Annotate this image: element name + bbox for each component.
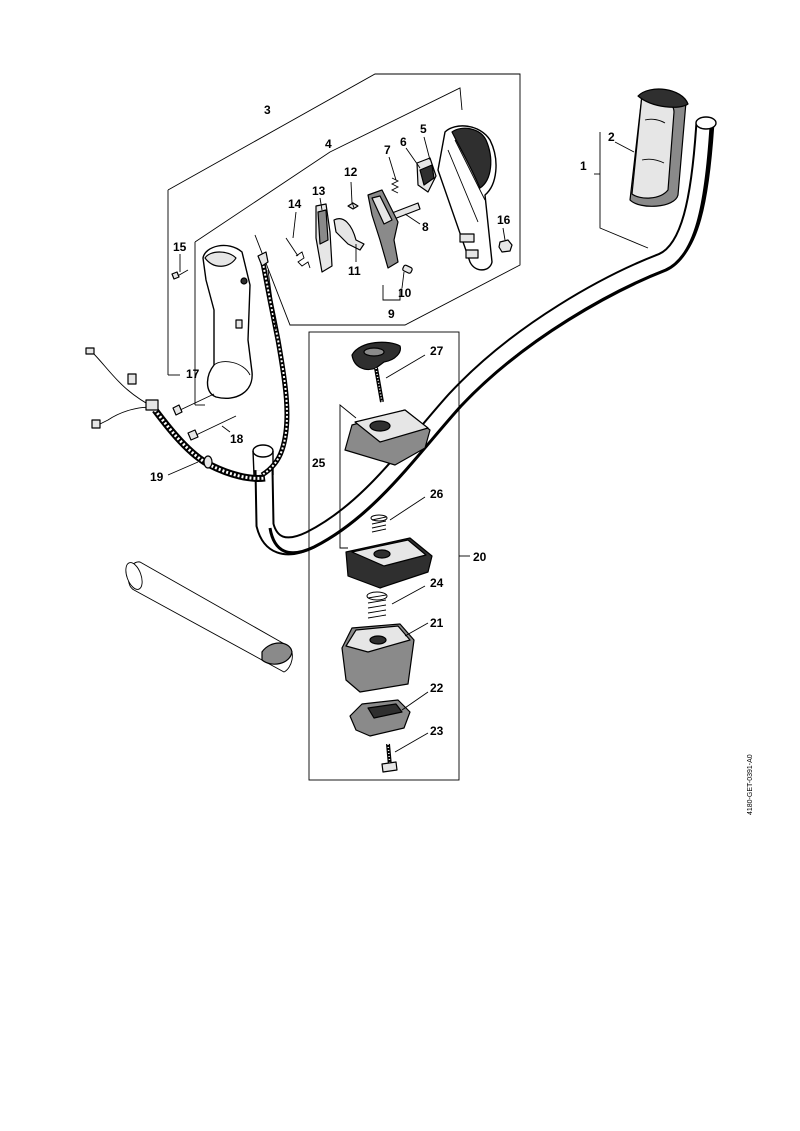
lever-13 xyxy=(315,203,333,273)
screw-17 xyxy=(172,393,215,416)
throttle-trigger xyxy=(367,189,399,269)
callout-11: 11 xyxy=(348,264,361,278)
callout-1: 1 xyxy=(580,159,587,173)
group-bracket-9 xyxy=(382,285,401,301)
screw-18 xyxy=(187,415,237,441)
callout-23: 23 xyxy=(430,724,444,738)
clamp-cover-25 xyxy=(344,409,431,466)
clamp-shell-22 xyxy=(349,699,411,737)
screw-15 xyxy=(171,269,189,280)
leader-lines xyxy=(167,136,635,753)
handle-housing-right xyxy=(437,125,497,271)
callout-16: 16 xyxy=(497,213,511,227)
callout-24: 24 xyxy=(430,576,444,590)
callout-5: 5 xyxy=(420,122,427,136)
clamp-base-21 xyxy=(341,623,415,693)
pin-8 xyxy=(391,202,421,220)
protective-sleeve xyxy=(125,561,293,673)
spring-12 xyxy=(347,201,359,210)
callout-2: 2 xyxy=(608,130,615,144)
group-bracket-1-2 xyxy=(599,132,649,249)
callout-25: 25 xyxy=(312,456,326,470)
group-bracket-4 xyxy=(194,87,463,406)
lock-lever xyxy=(416,157,437,193)
callout-4: 4 xyxy=(325,137,332,151)
callout-21: 21 xyxy=(430,616,444,630)
callout-14: 14 xyxy=(288,197,302,211)
handlebar-tube xyxy=(252,116,717,556)
callout-3: 3 xyxy=(264,103,271,117)
callout-20: 20 xyxy=(473,550,487,564)
group-bracket-3 xyxy=(167,73,521,376)
spring-26 xyxy=(370,514,388,533)
clamp-insert xyxy=(345,537,433,589)
callout-6: 6 xyxy=(400,135,407,149)
handle-housing-left xyxy=(202,244,253,399)
wing-bolt-27 xyxy=(351,341,401,403)
callout-22: 22 xyxy=(430,681,444,695)
callout-8: 8 xyxy=(422,220,429,234)
callout-7: 7 xyxy=(384,143,391,157)
callout-19: 19 xyxy=(150,470,164,484)
callout-12: 12 xyxy=(344,165,358,179)
spring-7 xyxy=(390,177,400,194)
nut-10 xyxy=(402,264,413,274)
callout-27: 27 xyxy=(430,344,444,358)
throttle-cable xyxy=(257,251,290,478)
document-id: 4180-GET-0391-A0 xyxy=(747,754,754,815)
spring-24 xyxy=(366,591,388,619)
group-bracket-25 xyxy=(339,404,357,549)
wiring-harness xyxy=(85,347,266,482)
handle-grip xyxy=(629,88,689,207)
callout-9: 9 xyxy=(388,307,395,321)
torsion-spring-14 xyxy=(285,237,311,269)
callout-26: 26 xyxy=(430,487,444,501)
screw-23 xyxy=(381,743,398,773)
lever-11 xyxy=(333,218,365,251)
callout-10: 10 xyxy=(398,286,412,300)
callout-18: 18 xyxy=(230,432,244,446)
callout-15: 15 xyxy=(173,240,187,254)
callout-13: 13 xyxy=(312,184,326,198)
callout-17: 17 xyxy=(186,367,200,381)
nut-16 xyxy=(498,239,513,253)
